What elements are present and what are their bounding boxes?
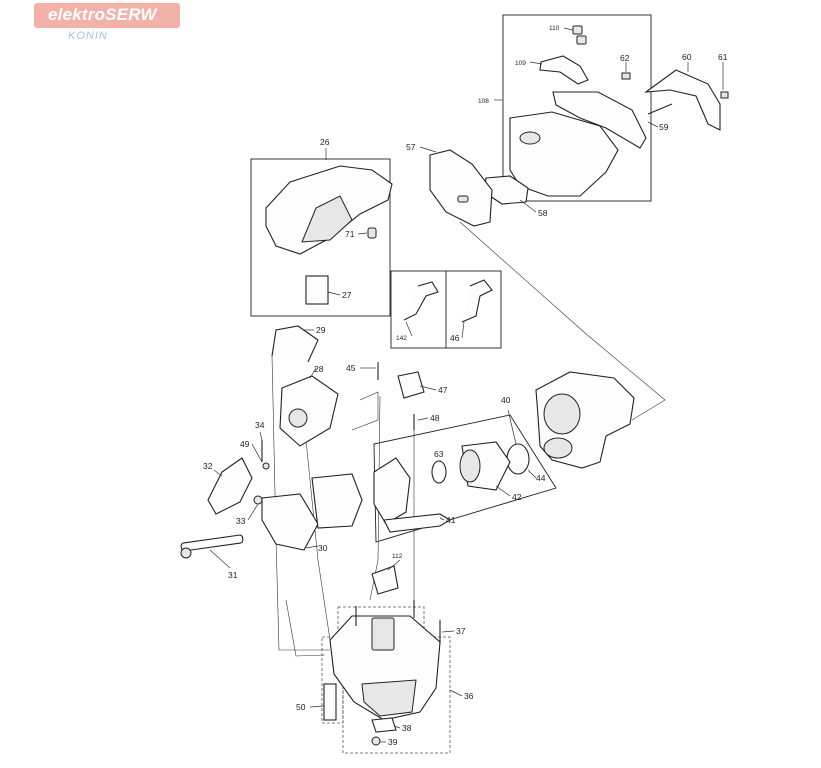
cylinder-exhaust-port <box>543 437 573 459</box>
clamp-38 <box>371 717 397 733</box>
label-59: 59 <box>659 122 669 132</box>
label-60: 60 <box>682 52 692 62</box>
logo-subtitle: KONIN <box>68 30 108 42</box>
throttle-rod-41 <box>383 513 452 533</box>
wire-bracket <box>351 391 379 431</box>
screw-33 <box>253 495 263 505</box>
assembly-line-31 <box>285 599 326 657</box>
frame-dashed-36 <box>342 636 451 754</box>
label-142: 142 <box>396 335 407 342</box>
label-30: 30 <box>318 543 328 553</box>
label-110: 110 <box>549 25 560 32</box>
label-39: 39 <box>388 737 398 747</box>
label-26: 26 <box>320 137 330 147</box>
frame-dashed-37 <box>337 606 425 638</box>
muffler-body <box>509 111 619 197</box>
ring-63 <box>431 460 447 484</box>
label-63: 63 <box>434 449 444 459</box>
gasket-44 <box>506 443 530 475</box>
intake-opening <box>459 449 481 483</box>
tank-bottom <box>361 679 417 717</box>
knob-71 <box>367 227 377 239</box>
label-46: 46 <box>450 333 460 343</box>
air-filter-knob <box>288 408 308 428</box>
assembly-line-45 <box>369 395 381 601</box>
label-108: 108 <box>478 98 489 105</box>
bolt-31 <box>180 534 244 552</box>
screw-62 <box>621 72 631 80</box>
label-36: 36 <box>464 691 474 701</box>
label-112: 112 <box>392 553 403 560</box>
heat-shield-port <box>457 195 469 203</box>
muffler-port <box>519 131 541 145</box>
heat-shield-57 <box>429 149 493 227</box>
leader-lines <box>209 27 724 743</box>
assembly-line-cylinder <box>459 221 666 421</box>
label-33: 33 <box>236 516 246 526</box>
label-109: 109 <box>515 60 526 67</box>
screw-59 <box>647 103 673 115</box>
cylinder-bore <box>543 393 581 435</box>
bracket-47 <box>397 371 425 399</box>
screw-61 <box>720 91 729 99</box>
nut-39 <box>371 736 381 746</box>
label-45: 45 <box>346 363 356 373</box>
label-34: 34 <box>255 420 265 430</box>
label-27: 27 <box>342 290 352 300</box>
bracket-142 <box>403 281 439 321</box>
frame-muffler-group <box>502 14 652 202</box>
label-61: 61 <box>718 52 728 62</box>
label-58: 58 <box>538 208 548 218</box>
label-62: 62 <box>620 53 630 63</box>
bolt-31-head <box>180 547 192 559</box>
muffler-cover-plate <box>552 91 647 149</box>
tank-port <box>371 617 395 651</box>
label-44: 44 <box>536 473 546 483</box>
plate-27 <box>305 275 329 305</box>
top-cover-vents <box>301 195 353 243</box>
label-42: 42 <box>512 492 522 502</box>
label-38: 38 <box>402 723 412 733</box>
label-71: 71 <box>345 229 355 239</box>
elektroserw-logo: elektroSERW KONIN <box>34 3 180 43</box>
label-32: 32 <box>203 461 213 471</box>
logo-banner <box>34 3 180 28</box>
plate-50 <box>323 683 337 721</box>
frame-top-cover-group <box>250 158 391 317</box>
label-29: 29 <box>316 325 326 335</box>
label-31: 31 <box>228 570 238 580</box>
bracket-46 <box>461 279 493 323</box>
label-49: 49 <box>240 439 250 449</box>
carburettor-body <box>311 473 363 529</box>
carburettor-holder <box>373 457 411 525</box>
label-57: 57 <box>406 142 416 152</box>
assembly-line-28 <box>305 439 331 641</box>
label-50: 50 <box>296 702 306 712</box>
carburettor-30 <box>261 493 319 551</box>
label-48: 48 <box>430 413 440 423</box>
wire-clip-29 <box>271 325 319 363</box>
muffler-deflector-109 <box>539 55 589 85</box>
label-28: 28 <box>314 364 324 374</box>
label-40: 40 <box>501 395 511 405</box>
nut-49 <box>262 462 270 470</box>
switch-112 <box>371 565 399 595</box>
choke-lever-32 <box>207 457 253 515</box>
logo-title: elektroSERW <box>48 5 157 24</box>
screws-110 <box>572 25 587 45</box>
air-filter-28 <box>279 375 339 447</box>
label-37: 37 <box>456 626 466 636</box>
frame-intake-group <box>373 414 557 543</box>
label-41: 41 <box>446 515 456 525</box>
assembly-line-29 <box>271 355 330 651</box>
muffler-guard-60 <box>644 69 721 131</box>
label-47: 47 <box>438 385 448 395</box>
